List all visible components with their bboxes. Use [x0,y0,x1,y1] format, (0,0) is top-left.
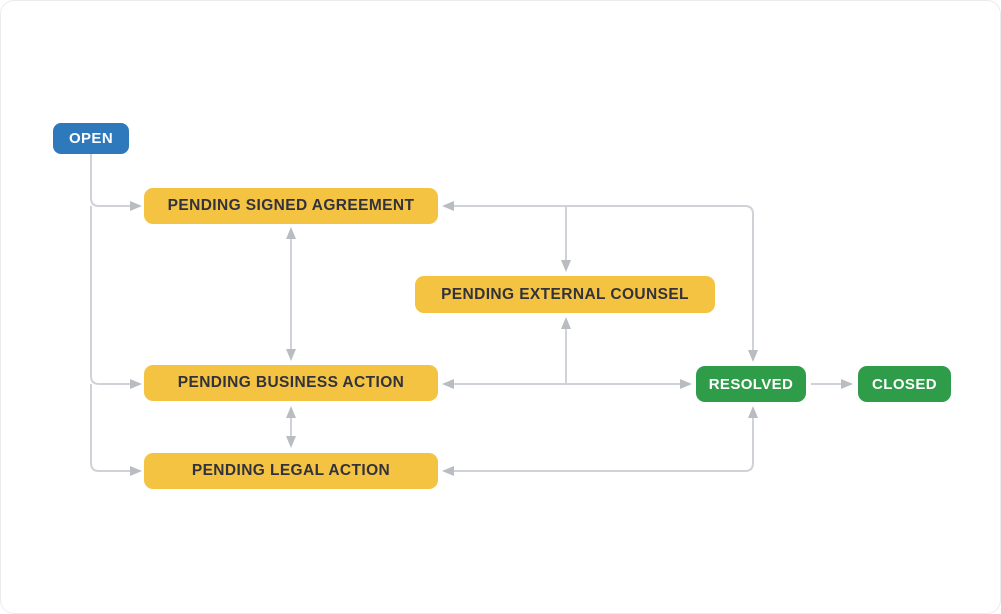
edge-pba-to-pending-external-counsel [561,317,571,384]
arrowhead-down-icon [561,260,571,272]
status-node-pending-signed-agreement[interactable]: PENDING SIGNED AGREEMENT [144,188,438,224]
arrowhead-left-icon [442,379,454,389]
edge-line [90,384,130,472]
arrowhead-right-icon [130,201,142,211]
status-label: PENDING SIGNED AGREEMENT [167,197,415,214]
edge-psa-to-pending-external-counsel [561,206,571,272]
arrowhead-up-icon [286,227,296,239]
arrowhead-right-icon [130,466,142,476]
status-label: PENDING BUSINESS ACTION [177,374,405,391]
status-label: OPEN [68,130,114,147]
status-label: PENDING EXTERNAL COUNSEL [441,285,689,303]
arrowhead-right-icon [130,379,142,389]
edge-line [453,205,754,351]
status-node-resolved[interactable]: RESOLVED [696,366,806,402]
edge-pba-pla-bidirectional [286,406,296,448]
status-label: PENDING LEGAL ACTION [191,462,391,479]
arrowhead-down-icon [286,436,296,448]
status-label: CLOSED [872,375,937,393]
arrowhead-down-icon [748,350,758,362]
edge-open-to-pending-signed-agreement [90,154,142,211]
status-label: RESOLVED [708,375,794,393]
edge-pla-resolved-bidirectional [442,406,758,476]
arrowhead-up-icon [561,317,571,329]
edge-line [90,154,130,207]
status-node-pending-external-counsel[interactable]: PENDING EXTERNAL COUNSEL [415,276,715,313]
arrowhead-left-icon [442,466,454,476]
status-node-closed[interactable]: CLOSED [858,366,951,402]
edge-line [90,206,130,385]
arrowhead-up-icon [748,406,758,418]
edge-open-to-pending-legal-action [90,384,142,476]
arrowhead-down-icon [286,349,296,361]
status-node-open[interactable]: OPEN [53,123,129,154]
status-node-pending-business-action[interactable]: PENDING BUSINESS ACTION [144,365,438,401]
arrowhead-right-icon [680,379,692,389]
edge-line [453,418,754,472]
edge-psa-pba-bidirectional [286,227,296,361]
arrowhead-left-icon [442,201,454,211]
edge-resolved-to-closed [811,379,853,389]
edge-pba-resolved-bidirectional [442,379,692,389]
arrowhead-up-icon [286,406,296,418]
status-node-pending-legal-action[interactable]: PENDING LEGAL ACTION [144,453,438,489]
arrowhead-right-icon [841,379,853,389]
edge-psa-resolved-bidirectional [442,201,758,362]
edge-open-to-pending-business-action [90,206,142,389]
